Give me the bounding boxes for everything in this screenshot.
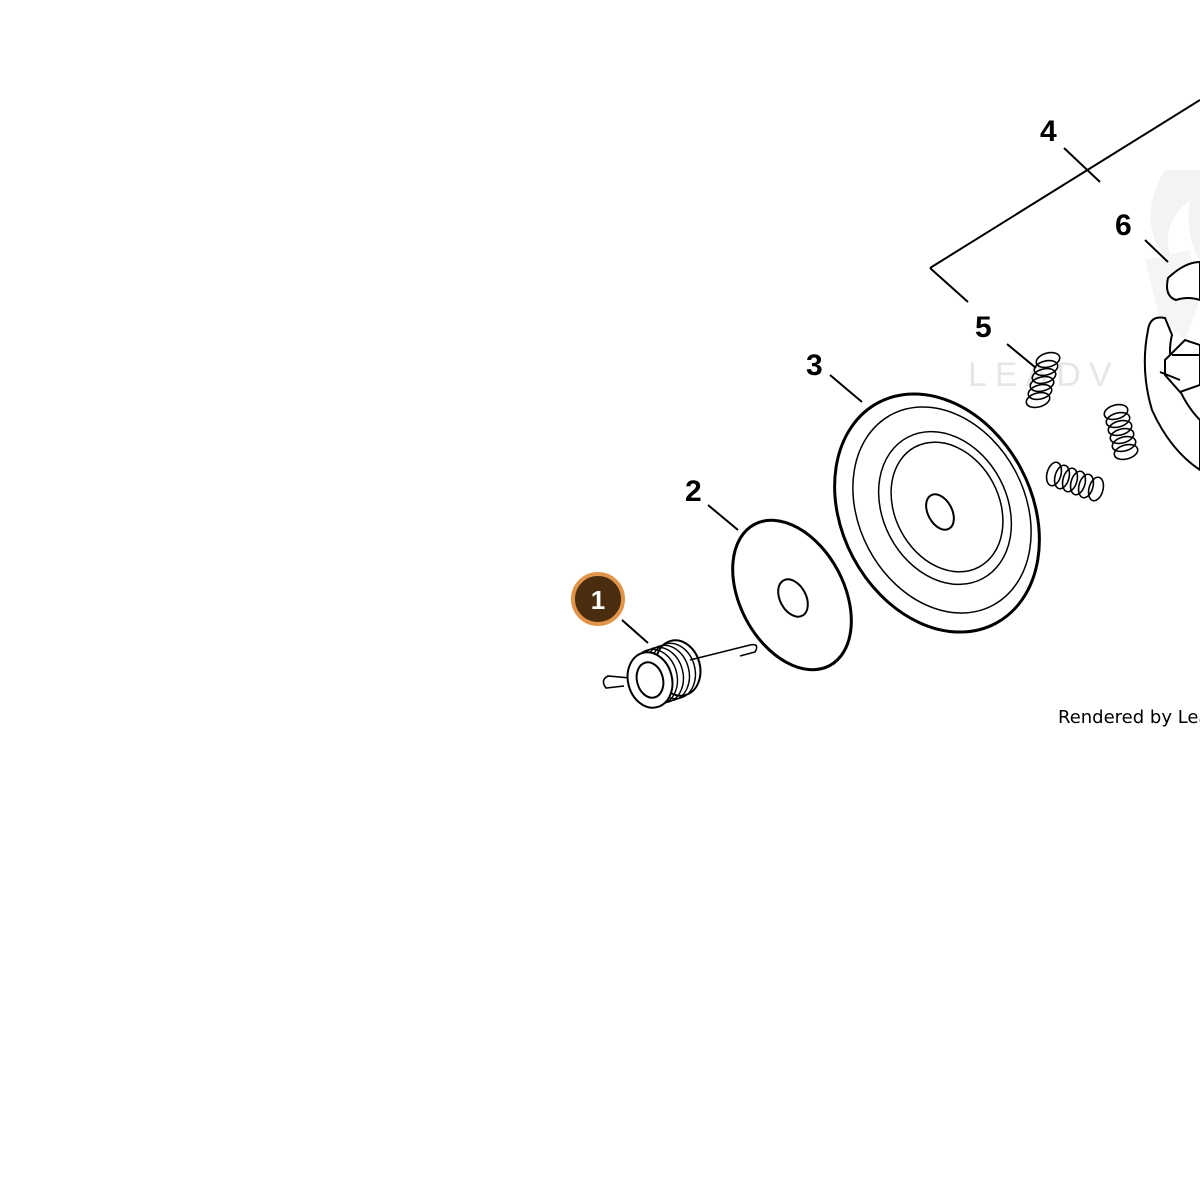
render-credit: Rendered by Leac xyxy=(1058,707,1200,728)
leader-line-1 xyxy=(621,619,649,644)
leader-line-3 xyxy=(829,374,863,403)
callout-badge-1[interactable]: 1 xyxy=(571,572,625,626)
part-1-torsion-spring[interactable] xyxy=(603,635,756,712)
leader-line-6 xyxy=(1144,239,1169,263)
watermark-logo xyxy=(1145,170,1200,340)
part-6-clutch-shoe[interactable] xyxy=(1145,262,1200,470)
part-5-spring-c[interactable] xyxy=(1044,461,1106,503)
callout-number-5[interactable]: 5 xyxy=(975,311,992,344)
leader-lines xyxy=(621,239,1169,644)
part-5-spring-a[interactable] xyxy=(1025,350,1062,410)
callout-number-2[interactable]: 2 xyxy=(685,475,702,508)
part-5-spring-b[interactable] xyxy=(1103,402,1140,462)
callout-badge-ring xyxy=(571,572,625,626)
leader-line-2 xyxy=(707,504,739,531)
part-2-washer[interactable] xyxy=(709,500,876,690)
callout-number-1: 1 xyxy=(591,585,605,615)
callout-number-6[interactable]: 6 xyxy=(1115,209,1132,242)
callout-number-4[interactable]: 4 xyxy=(1040,115,1057,148)
callout-4-bracket xyxy=(929,99,1200,303)
leader-line-5 xyxy=(1006,343,1037,369)
callout-number-3[interactable]: 3 xyxy=(806,349,823,382)
part-3-plate[interactable] xyxy=(794,358,1079,668)
